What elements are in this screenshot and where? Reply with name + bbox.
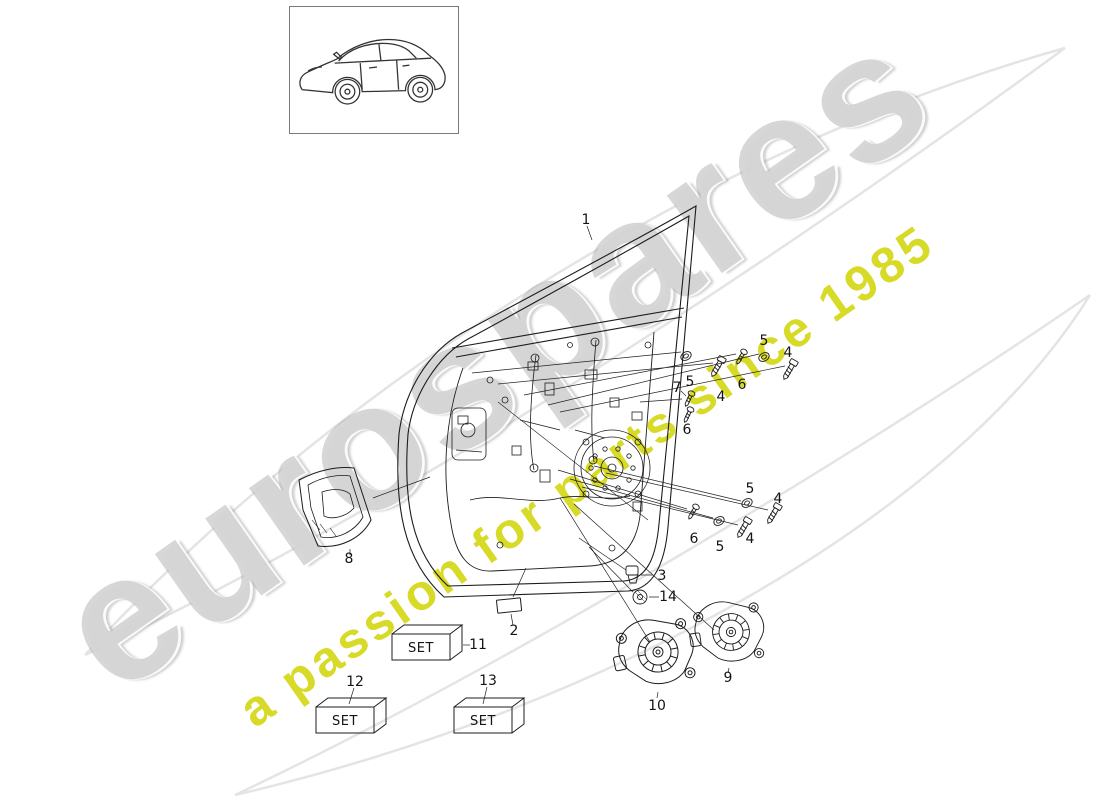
washer-5-c[interactable] <box>739 496 755 510</box>
cap-part-14[interactable] <box>632 589 648 605</box>
callout-6-a[interactable]: 6 <box>738 377 747 393</box>
kit-labels: SET SET SET <box>332 641 496 729</box>
callout-labels: 1 5 4 6 5 4 7 6 5 4 6 5 4 8 3 14 2 11 12… <box>345 212 793 714</box>
callout-5-a[interactable]: 5 <box>686 374 695 390</box>
callout-5-b[interactable]: 5 <box>760 333 769 349</box>
callout-10[interactable]: 10 <box>648 698 666 714</box>
bolt-4-b[interactable] <box>780 357 799 382</box>
door-inner-details <box>451 337 652 552</box>
wiring-harness <box>469 495 631 501</box>
washer-5-d[interactable] <box>711 514 727 528</box>
door-latch-mechanism <box>451 407 487 461</box>
callout-9[interactable]: 9 <box>724 670 733 686</box>
car-front-wheel-hub <box>344 88 351 95</box>
car-details <box>307 51 410 72</box>
car-rear-wheel-rim <box>412 81 429 98</box>
callout-1[interactable]: 1 <box>582 212 591 228</box>
callout-4-a[interactable]: 4 <box>717 389 726 405</box>
kit-13-set-label: SET <box>470 714 496 729</box>
callout-4-c[interactable]: 4 <box>774 491 783 507</box>
gasket-part-2[interactable] <box>496 597 523 614</box>
kit-box-12[interactable] <box>315 697 388 734</box>
vehicle-side-view-illustration <box>299 38 446 105</box>
swoosh-curve <box>234 293 1091 797</box>
callout-6-c[interactable]: 6 <box>690 531 699 547</box>
callout-12[interactable]: 12 <box>346 674 364 690</box>
swoosh-curve <box>234 294 1092 797</box>
regulator-rails <box>529 337 600 473</box>
washer-5-b[interactable] <box>756 350 772 364</box>
door-assembly <box>397 205 697 598</box>
callout-7[interactable]: 7 <box>673 380 682 396</box>
fastener-group-middle <box>685 496 783 540</box>
callout-3[interactable]: 3 <box>658 568 667 584</box>
screw-7[interactable] <box>681 389 697 409</box>
window-motors <box>606 595 769 694</box>
leader-lines <box>348 225 786 705</box>
car-belt-line <box>334 57 432 64</box>
screw-6-c[interactable] <box>685 502 701 522</box>
kit-12-set-label: SET <box>332 714 358 729</box>
callout-11[interactable]: 11 <box>469 637 487 653</box>
window-motor-part-9[interactable] <box>685 595 769 668</box>
callout-13[interactable]: 13 <box>479 673 497 689</box>
door-belt-line <box>451 307 685 358</box>
callout-2[interactable]: 2 <box>510 623 519 639</box>
window-motor-part-10[interactable] <box>606 610 701 694</box>
inner-trim-panel-edge <box>445 331 655 572</box>
door-outer-outline <box>397 205 697 598</box>
door-inner-frame <box>406 214 690 587</box>
swoosh-curve <box>84 46 1066 657</box>
car-greenhouse <box>338 42 417 62</box>
construction-line <box>497 401 649 521</box>
callout-5-d[interactable]: 5 <box>716 539 725 555</box>
kit-boxes <box>315 624 526 734</box>
kit-box-13[interactable] <box>453 697 526 734</box>
callout-6-b[interactable]: 6 <box>683 422 692 438</box>
kit-11-set-label: SET <box>408 641 434 656</box>
small-brackets <box>486 341 652 552</box>
car-rear-wheel <box>407 76 434 103</box>
clip-part-3[interactable] <box>625 565 639 584</box>
callout-5-c[interactable]: 5 <box>746 481 755 497</box>
car-front-wheel <box>334 78 361 105</box>
pull-pocket-part-8[interactable] <box>298 467 372 547</box>
vehicle-thumbnail <box>289 6 459 134</box>
kit-box-11[interactable] <box>391 624 464 661</box>
callout-14[interactable]: 14 <box>659 589 677 605</box>
car-front-wheel-rim <box>339 83 356 100</box>
callout-4-b[interactable]: 4 <box>784 345 793 361</box>
car-rear-wheel-hub <box>417 86 424 93</box>
car-pillar-door-lines <box>359 44 400 90</box>
callout-4-d[interactable]: 4 <box>746 531 755 547</box>
callout-8[interactable]: 8 <box>345 551 354 567</box>
swoosh-curve <box>84 46 1066 656</box>
washer-5-a[interactable] <box>678 349 694 363</box>
